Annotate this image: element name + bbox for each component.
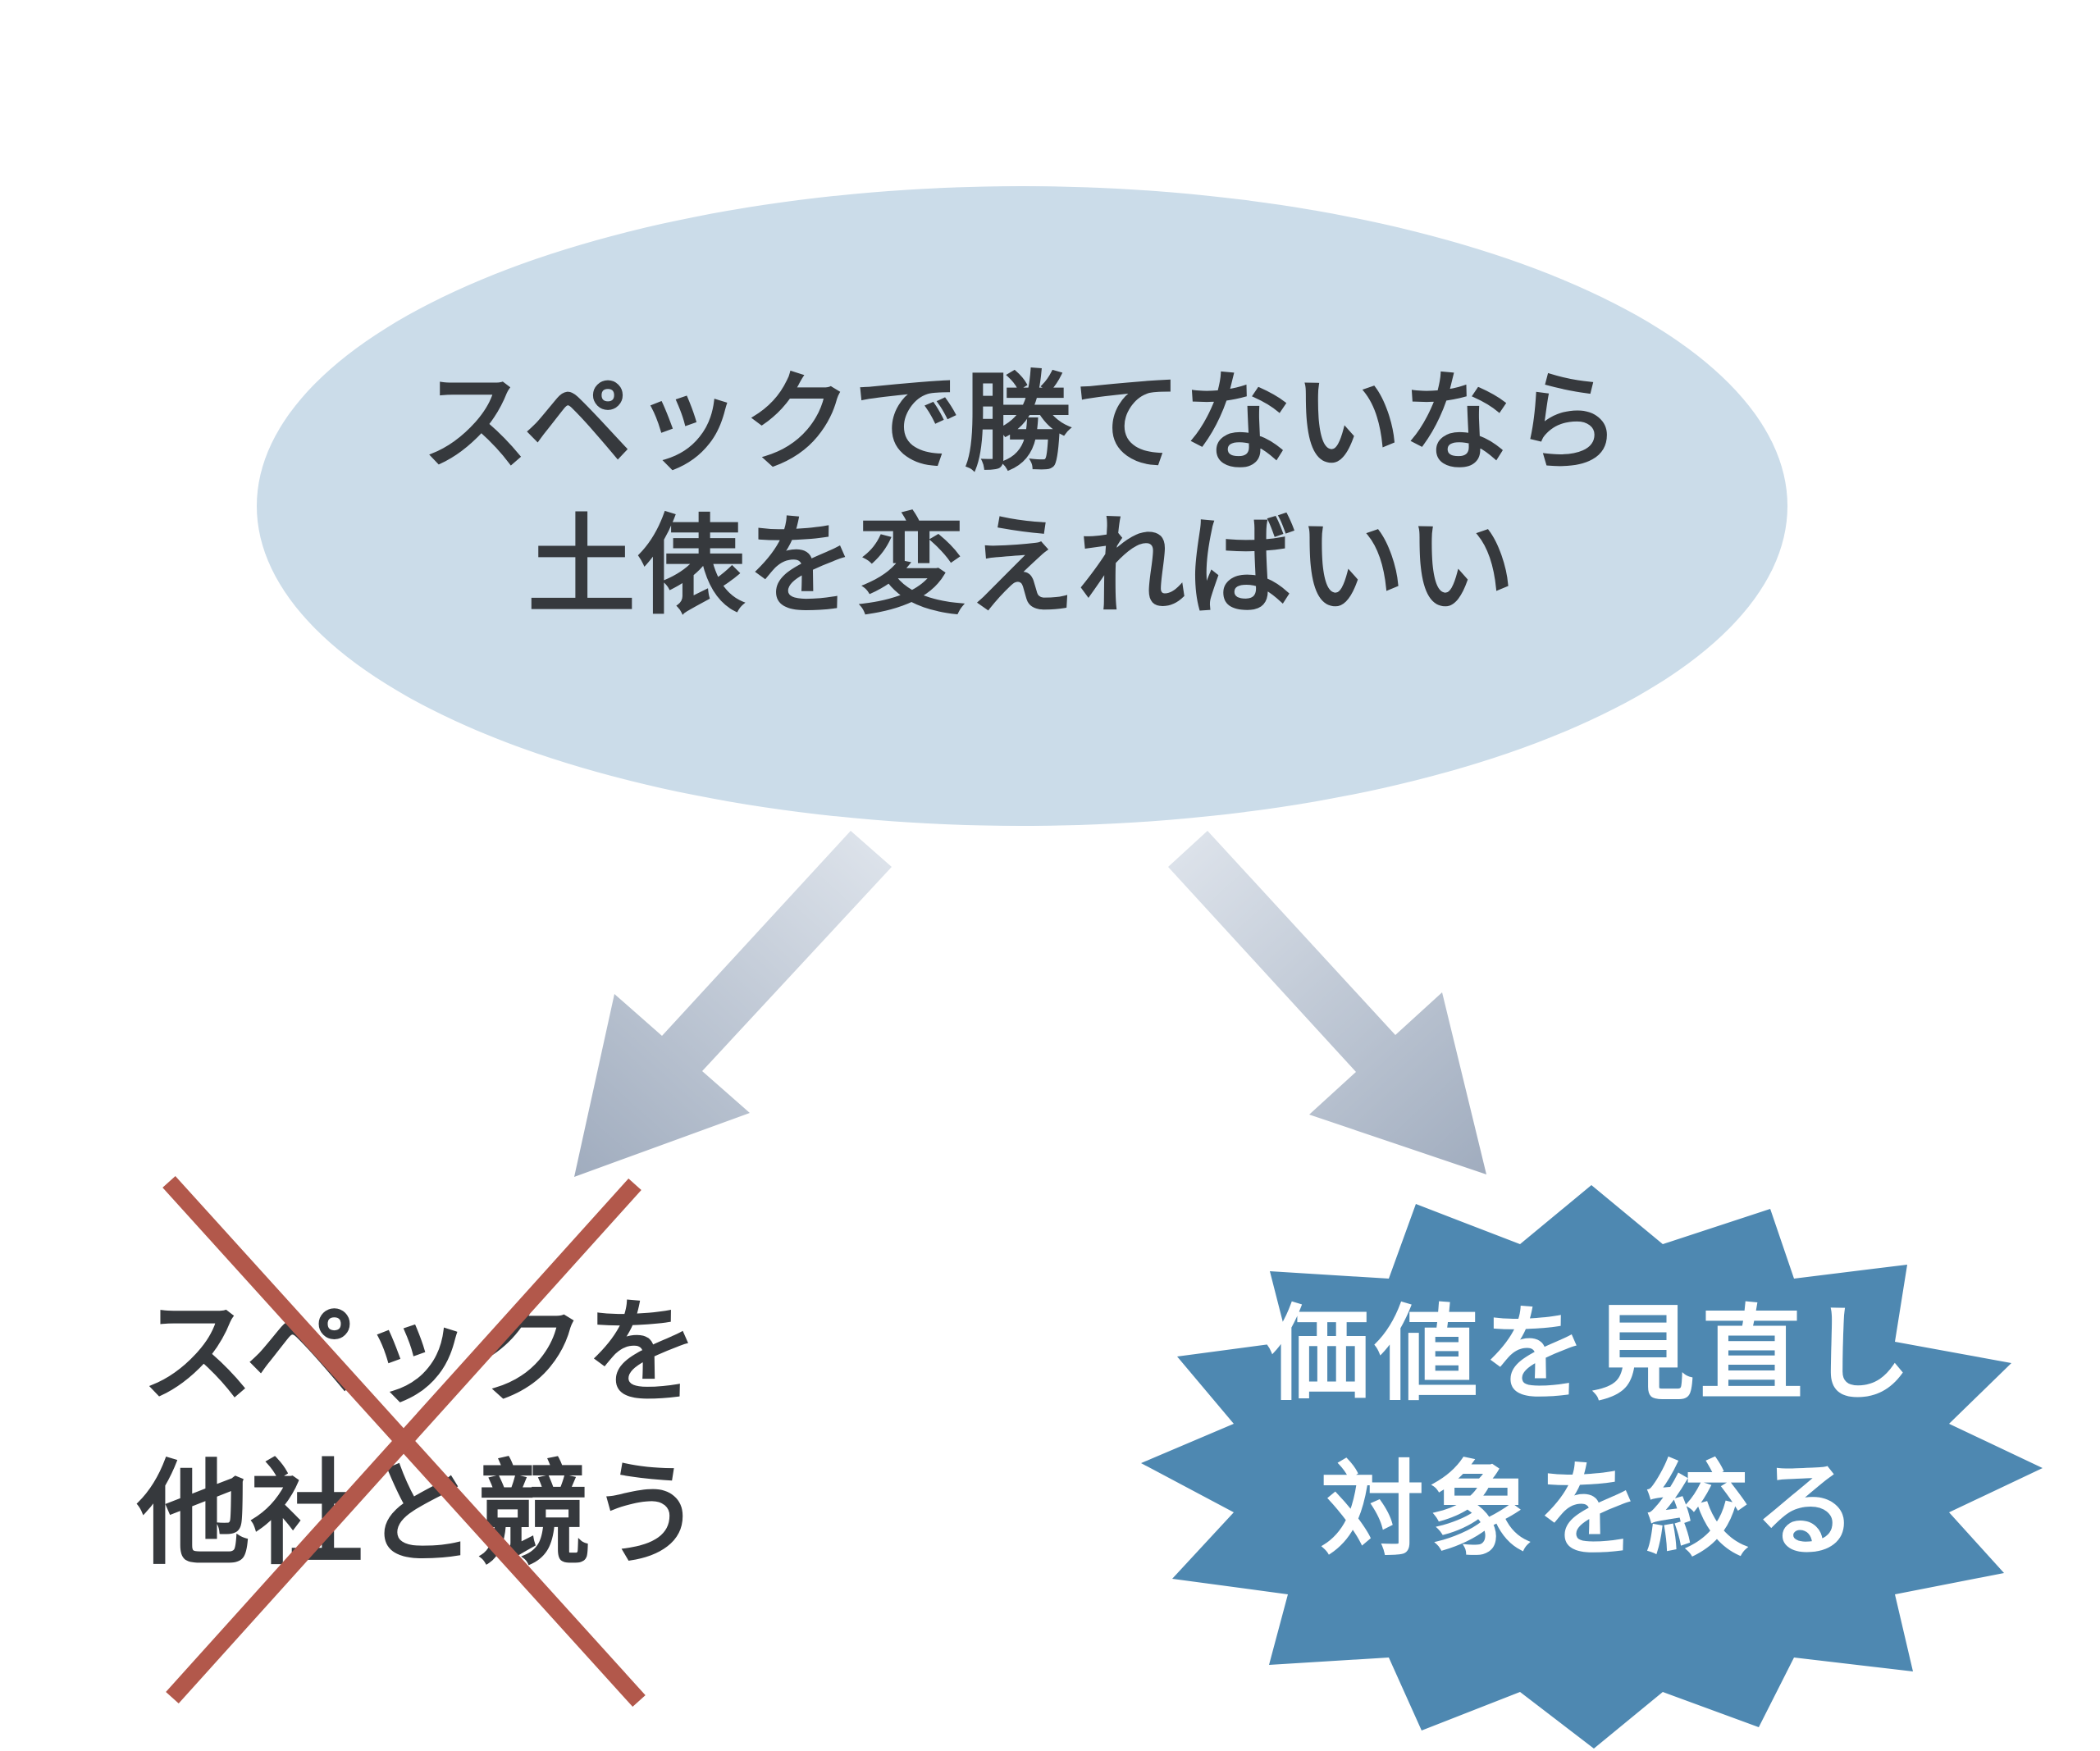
root-claim-line-2: 土俵を変えればいい bbox=[527, 504, 1517, 630]
root-claim-line-1: スペックで勝てないなら bbox=[422, 360, 1623, 486]
chosen-option-line-1: 価値を見直し bbox=[1266, 1294, 1916, 1415]
root-claim-node: スペックで勝てないなら 土俵を変えればいい bbox=[257, 186, 1787, 826]
rejected-option-line-1: スペックを bbox=[141, 1287, 699, 1419]
cross-out-x-icon bbox=[162, 1175, 646, 1708]
chosen-option-node: 価値を見直し 対象を絞る bbox=[1141, 1185, 2043, 1749]
down-left-arrow-icon bbox=[574, 831, 892, 1177]
chosen-option-line-2: 対象を絞る bbox=[1321, 1450, 1862, 1571]
chosen-option-starburst bbox=[1141, 1185, 2043, 1749]
down-right-arrow-icon bbox=[1168, 831, 1486, 1174]
rejected-option-node: スペックを 他社と競う bbox=[136, 1175, 703, 1708]
root-claim-ellipse bbox=[257, 186, 1787, 826]
